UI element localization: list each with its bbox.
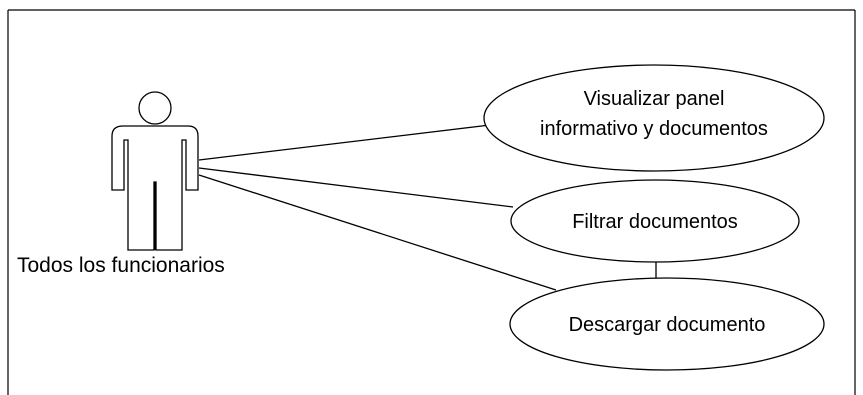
use-case-visualizar-ellipse	[483, 64, 825, 172]
actor-label: Todos los funcionarios	[17, 254, 225, 277]
association-actor-visualizar	[198, 124, 491, 161]
association-actor-filtrar	[198, 167, 514, 208]
use-case-filtrar-label: Filtrar documentos	[572, 211, 738, 233]
use-case-descargar: Descargar documento	[509, 277, 825, 371]
association-actor-descargar	[198, 174, 557, 291]
diagram-frame	[7, 9, 856, 395]
actor-body	[111, 125, 199, 251]
actor-figure	[111, 91, 199, 251]
use-case-filtrar-ellipse	[510, 179, 800, 263]
use-case-visualizar-line-1: Visualizar panel	[584, 88, 725, 110]
use-case-filtrar: Filtrar documentos	[510, 179, 800, 263]
use-case-descargar-label: Descargar documento	[569, 314, 766, 336]
use-case-visualizar-line-2: informativo y documentos	[540, 118, 768, 140]
actor-head	[138, 91, 172, 125]
associations	[198, 124, 657, 291]
use-case-visualizar: Visualizar panel informativo y documento…	[483, 64, 825, 172]
use-case-descargar-ellipse	[509, 277, 825, 371]
